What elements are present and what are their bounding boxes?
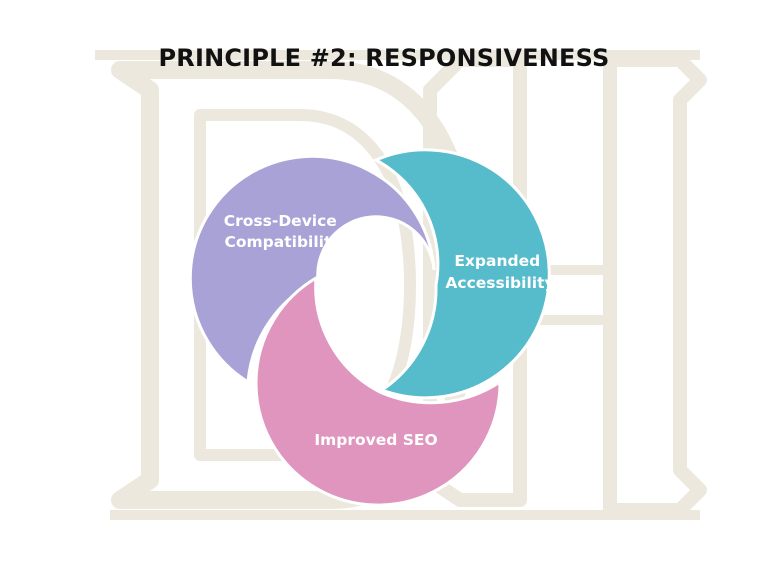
petal-improved-seo-label: Improved SEO (314, 431, 437, 449)
petal-expanded-accessibility: Expanded Accessibility (372, 148, 555, 400)
petal-expanded-accessibility-label-line-2: Accessibility (445, 274, 554, 292)
petal-improved-seo-shape (254, 275, 502, 507)
petal-expanded-accessibility-label-line-1: Expanded (454, 252, 540, 270)
petal-cross-device-label: Cross-Device Compatibility (224, 212, 342, 251)
petal-cross-device-shape (188, 154, 436, 385)
petal-cross-device-label-line-2: Compatibility (225, 233, 342, 251)
petal-cross-device-label-line-1: Cross-Device (224, 212, 337, 230)
petal-improved-seo: Improved SEO (254, 275, 502, 507)
petal-expanded-accessibility-shape (372, 148, 551, 400)
petal-improved-seo-label-line-1: Improved SEO (314, 431, 437, 449)
page-title: PRINCIPLE #2: RESPONSIVENESS (158, 44, 610, 72)
petal-expanded-accessibility-label: Expanded Accessibility (445, 252, 554, 292)
petal-cross-device: Cross-Device Compatibility (188, 154, 436, 385)
